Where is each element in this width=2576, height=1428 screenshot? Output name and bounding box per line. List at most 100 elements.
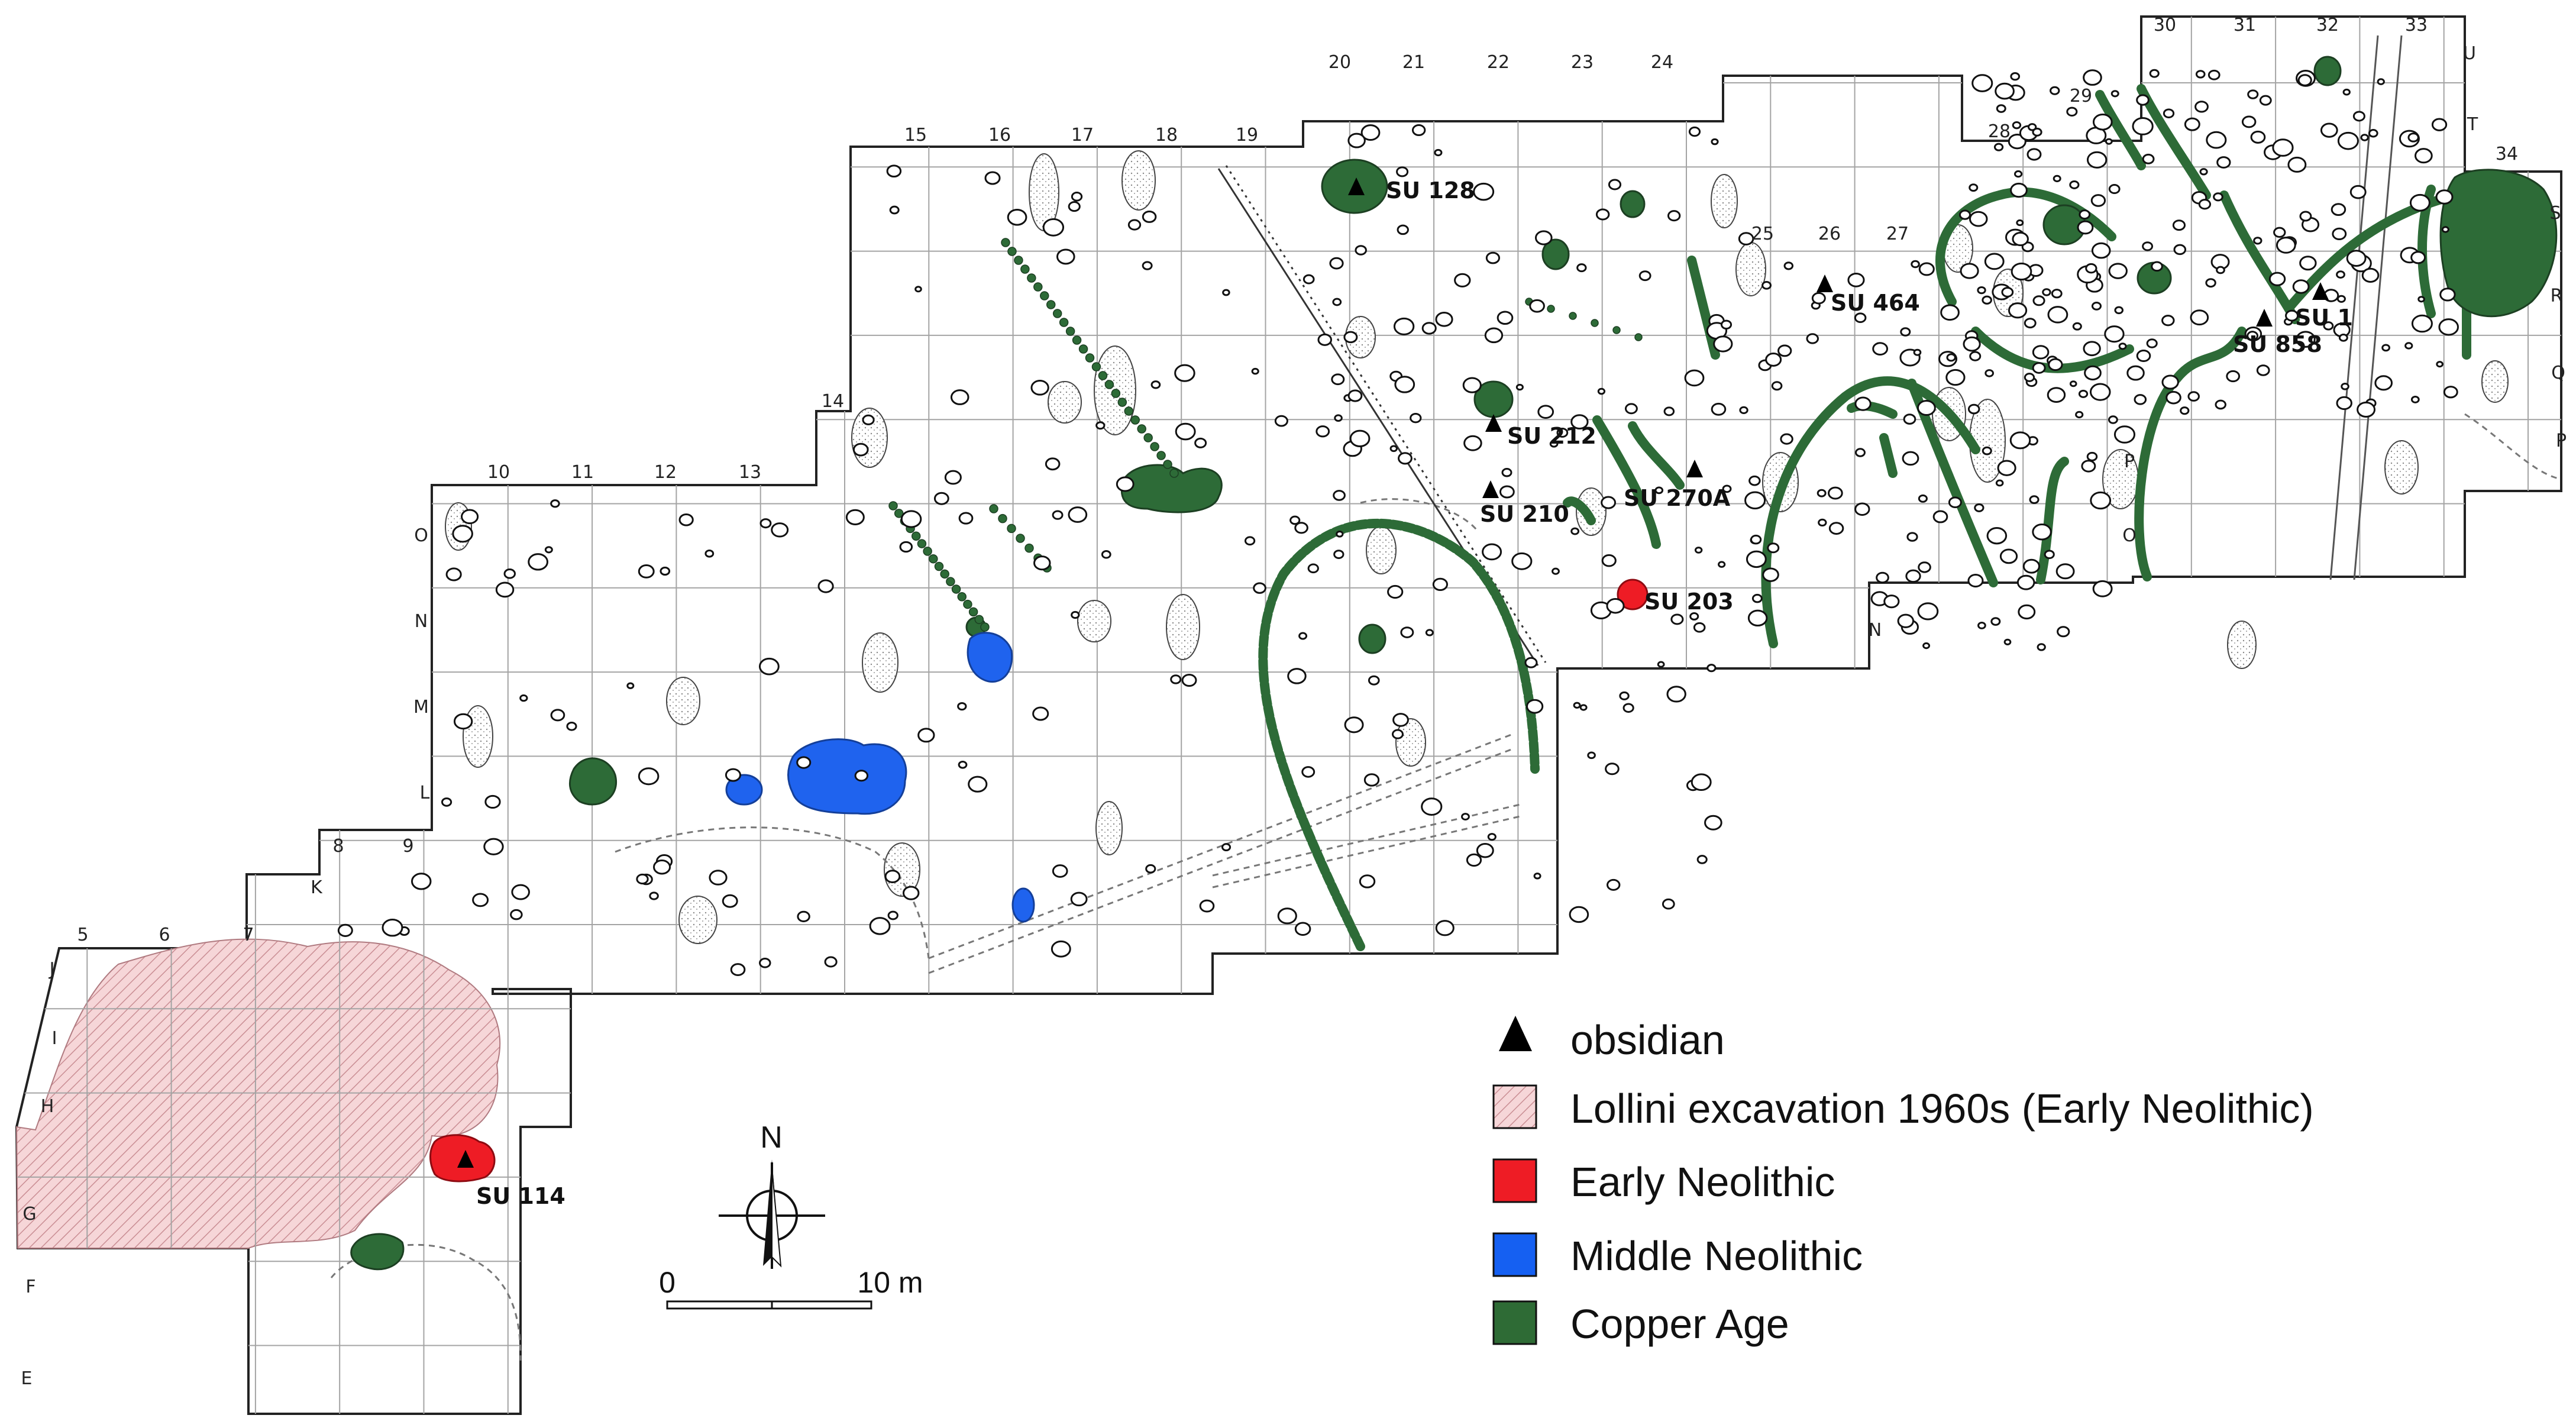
- copper-age-legend-swatch: [1492, 1300, 1537, 1345]
- pit: [2198, 199, 2212, 210]
- pit: [2142, 241, 2154, 251]
- pit: [1666, 686, 1686, 703]
- pit: [824, 956, 838, 968]
- pit: [1876, 571, 1889, 584]
- row-label: Q: [2551, 363, 2565, 383]
- pit: [1462, 377, 1482, 393]
- pit: [1052, 510, 1064, 520]
- pit: [1969, 183, 1979, 192]
- pit: [2110, 90, 2119, 98]
- pit: [1068, 506, 1088, 523]
- pit: [1713, 335, 1733, 353]
- pit: [441, 797, 453, 807]
- posthole: [917, 539, 927, 548]
- posthole: [1001, 238, 1010, 247]
- row-label: J: [49, 959, 55, 980]
- pit: [1997, 460, 2016, 476]
- pit: [2180, 406, 2190, 415]
- posthole: [1634, 333, 1643, 341]
- row-label: S: [2549, 203, 2561, 224]
- posthole: [1169, 469, 1179, 478]
- posthole: [1547, 305, 1555, 313]
- posthole: [1130, 415, 1140, 425]
- pit: [1400, 626, 1414, 638]
- pit: [1070, 891, 1088, 907]
- pit: [503, 568, 516, 579]
- pit: [1529, 299, 1545, 313]
- pit: [2016, 219, 2024, 227]
- pit: [445, 567, 462, 581]
- pit: [884, 870, 901, 884]
- pit: [528, 553, 548, 571]
- column-label: 34: [2496, 144, 2518, 164]
- pit: [1670, 613, 1684, 625]
- pit: [1691, 773, 1712, 791]
- pit: [1903, 413, 1916, 425]
- pit: [2439, 287, 2456, 302]
- posthole: [1046, 300, 1056, 309]
- pit: [1576, 263, 1587, 273]
- legend: obsidian Lollini excavation 1960s (Early…: [1492, 1016, 2314, 1347]
- pit: [944, 470, 962, 485]
- pit: [1662, 898, 1675, 910]
- pit: [2443, 386, 2458, 399]
- pit: [2032, 362, 2046, 374]
- pit: [1397, 224, 1409, 235]
- column-label: 6: [159, 925, 170, 945]
- pit: [1174, 364, 1195, 382]
- pit: [1579, 704, 1588, 711]
- pit: [1828, 522, 1844, 535]
- posthole: [1020, 264, 1030, 274]
- pit: [1688, 126, 1701, 137]
- legend-lollini-label: Lollini excavation 1960s (Early Neolithi…: [1570, 1085, 2314, 1132]
- pit: [461, 509, 479, 525]
- pit: [2072, 322, 2082, 331]
- posthole: [1078, 344, 1088, 354]
- pit: [678, 513, 694, 526]
- pit: [2337, 131, 2359, 150]
- pit: [1739, 406, 1748, 415]
- pit: [1181, 673, 1197, 687]
- pit: [950, 389, 969, 405]
- posthole: [974, 615, 984, 624]
- pit: [758, 657, 780, 676]
- row-label: K: [311, 877, 323, 898]
- pit: [1127, 219, 1142, 231]
- pit: [1435, 920, 1455, 936]
- scale-end-label: 10 m: [857, 1266, 923, 1299]
- pit: [1336, 530, 1344, 538]
- pit: [2047, 387, 2066, 403]
- pit: [2216, 156, 2231, 169]
- pit: [1363, 773, 1380, 787]
- pit: [1684, 369, 1705, 387]
- pit: [2194, 101, 2209, 113]
- pit: [862, 414, 875, 425]
- pit: [1274, 415, 1288, 427]
- pit: [2090, 194, 2106, 207]
- row-label: O: [414, 525, 428, 546]
- pit: [1744, 491, 1766, 510]
- pit: [2409, 193, 2430, 212]
- pit: [1454, 273, 1471, 287]
- posthole: [940, 569, 949, 579]
- pit: [2268, 272, 2286, 286]
- pit: [2146, 338, 2158, 348]
- pit: [1696, 855, 1708, 864]
- row-label: O: [2122, 525, 2137, 546]
- column-label: 30: [2154, 15, 2176, 35]
- column-label: 14: [822, 391, 844, 412]
- posthole: [1016, 534, 1025, 543]
- pit: [845, 509, 865, 525]
- pit: [817, 579, 834, 593]
- pit: [1068, 201, 1081, 212]
- pit: [1095, 421, 1106, 430]
- pit: [2331, 203, 2346, 217]
- pit: [1334, 414, 1343, 422]
- pit: [2407, 133, 2419, 143]
- pit: [2173, 244, 2187, 256]
- pit: [2273, 227, 2286, 238]
- pit: [1045, 457, 1061, 471]
- pit: [1482, 543, 1502, 561]
- pit: [2075, 411, 2084, 419]
